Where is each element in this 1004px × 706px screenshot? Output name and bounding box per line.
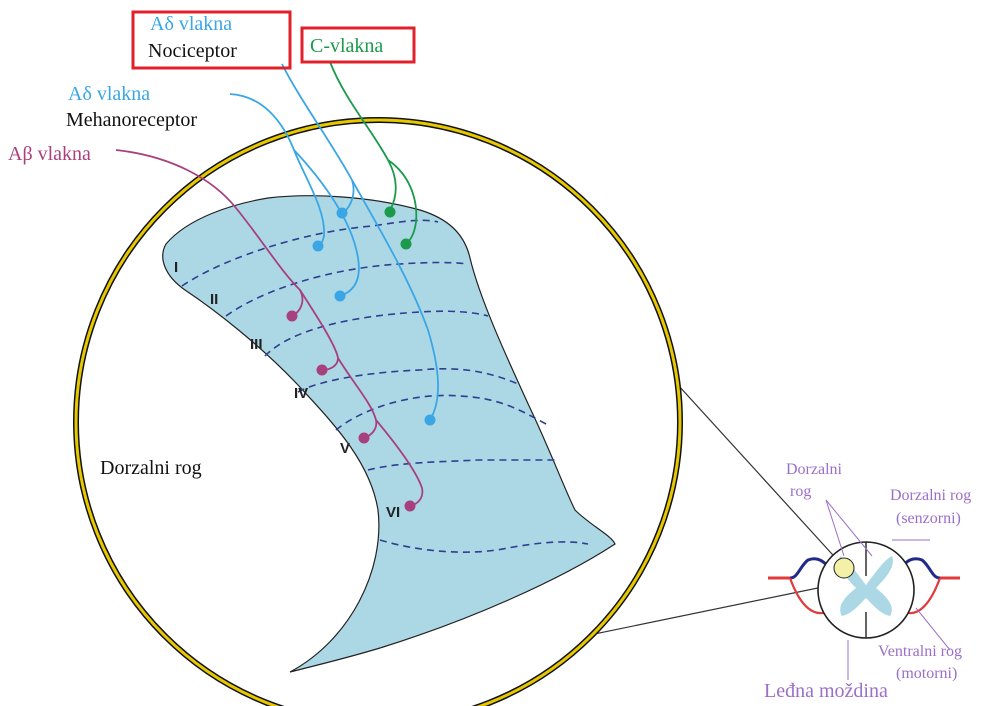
small-label-pointers [825, 499, 951, 680]
lamina-border-iii-iv [264, 310, 489, 357]
lamina-border-bottom [379, 539, 589, 553]
c-fiber-terminal-lamina-i [384, 206, 396, 218]
dorsal-root-label-line2: (senzorni) [896, 510, 961, 527]
c-fiber-axons [329, 61, 418, 245]
ab-fiber-terminal-lamina-v [358, 432, 370, 444]
mechanoreceptor-label: Mehanoreceptor [66, 109, 197, 131]
ab-fiber-terminal-lamina-iv [316, 364, 328, 376]
lamina-label-v: V [340, 440, 350, 457]
ab-fiber-terminal-lamina-vi [404, 500, 416, 512]
nociceptor-highlight-box [131, 10, 292, 70]
ad-mechano-terminal-lamina-iii [334, 290, 346, 302]
c-fiber-highlight-box [300, 26, 416, 64]
lamina-label-iv: IV [294, 385, 308, 402]
cross-section-labels: Dorzalni rog Dorzalni rog (senzorni) Ven… [786, 461, 971, 682]
spinal-cord-cross-section [768, 541, 960, 639]
ab-fiber-terminal-lamina-iii [286, 310, 298, 322]
small-dorsal-horn-label-line1: Dorzalni [786, 461, 843, 478]
pointer-dorsal-horn-left [825, 499, 845, 557]
ad-mechano-axon-2 [293, 149, 360, 297]
lamina-border-vi [367, 459, 558, 471]
lamina-border-i-ii [181, 219, 439, 287]
ad-nociceptor-axons [281, 63, 439, 421]
zoom-connector-upper [667, 373, 843, 566]
ab-fiber-label: Aβ vlakna [8, 143, 91, 165]
lamina-label-iii: III [250, 336, 263, 353]
ab-fiber-axon-4 [375, 419, 424, 507]
pointer-ventral-root [915, 607, 951, 651]
lamina-label-i: I [174, 259, 178, 276]
lamina-label-ii: II [210, 291, 218, 308]
pointer-dorsal-horn-right [825, 499, 873, 557]
ab-fiber-axons [115, 149, 424, 507]
magnifier-ring-yellow [74, 118, 682, 706]
c-fiber-terminal-lamina-ii [400, 238, 412, 250]
left-dorsal-root [768, 557, 832, 580]
ab-fiber-axon-1 [115, 149, 304, 317]
lamina-labels: I II III IV V VI [174, 259, 400, 521]
nociceptor-label: Nociceptor [148, 40, 237, 62]
ad-nociceptor-fiber-label: Aδ vlakna [150, 13, 232, 35]
c-fiber-axon-2 [387, 159, 418, 245]
ab-fiber-axon-2 [299, 289, 339, 371]
c-fiber-label: C-vlakna [310, 35, 383, 57]
ab-fiber-axon-3 [337, 357, 378, 439]
zoomed-dorsal-horn-marker [833, 557, 855, 579]
spinal-cord-label: Leđna moždina [764, 680, 888, 702]
ad-nociceptor-terminal-lamina-v [424, 414, 436, 426]
dorsal-root-label-line1: Dorzalni rog [890, 487, 971, 504]
c-fiber-axon-1 [329, 61, 397, 211]
small-dorsal-horn-label-line2: rog [790, 483, 811, 500]
lamina-border-iv-v [297, 367, 519, 393]
lamina-border-v-vi [335, 394, 547, 431]
ad-nociceptor-axon-1 [281, 63, 355, 213]
dorsal-horn-label: Dorzalni rog [100, 457, 202, 479]
lamina-borders [181, 219, 589, 553]
ventral-root-label-line2: (motorni) [896, 665, 957, 682]
dorsal-horn-gray-matter [162, 195, 616, 673]
ventral-root-label-line1: Ventralni rog [878, 643, 962, 660]
lamina-border-ii-iii [225, 261, 469, 317]
lamina-label-vi: VI [386, 504, 400, 521]
ad-nociceptor-axon-2 [351, 179, 439, 421]
ad-mechano-terminal-lamina-ii [312, 240, 324, 252]
fiber-labels: Aδ vlakna Nociceptor C-vlakna Aδ vlakna … [8, 13, 383, 165]
ad-mechano-fiber-label: Aδ vlakna [68, 83, 150, 105]
